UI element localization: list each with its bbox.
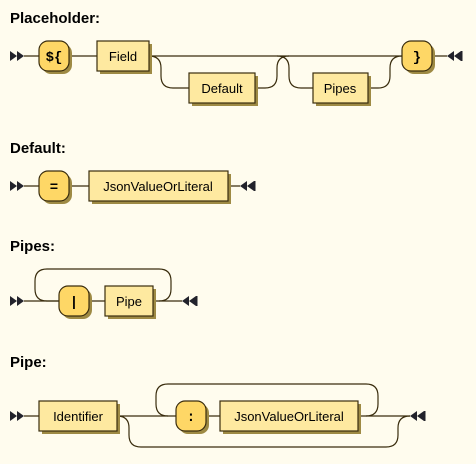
rule-pipes: Pipes: | Pipe (10, 238, 198, 319)
terminal-close-brace-label: } (413, 50, 421, 66)
nonterminal-pipe: Pipe (104, 285, 156, 319)
end-marker (447, 51, 463, 61)
start-marker (10, 181, 24, 191)
start-marker (10, 411, 24, 421)
nonterminal-default-label: Default (201, 81, 243, 96)
nonterminal-json-value-or-literal: JsonValueOrLiteral (219, 400, 361, 434)
nonterminal-json-value-or-literal: JsonValueOrLiteral (88, 170, 231, 204)
rule-default: Default: = JsonValueOrLiteral (10, 140, 256, 204)
nonterminal-pipes: Pipes (312, 72, 371, 106)
rule-title-default: Default: (10, 140, 66, 157)
nonterminal-pipe-label: Pipe (116, 294, 142, 309)
nonterminal-field-label: Field (109, 49, 137, 64)
nonterminal-identifier-label: Identifier (53, 409, 104, 424)
nonterminal-default: Default (188, 72, 258, 106)
terminal-colon-label: : (187, 410, 195, 426)
terminal-pipe: | (58, 285, 92, 319)
nonterminal-field: Field (96, 40, 152, 74)
nonterminal-pipes-label: Pipes (324, 81, 357, 96)
rule-title-placeholder: Placeholder: (10, 10, 100, 27)
rule-pipe: Pipe: Identifier : JsonValueOrLiteral (10, 354, 426, 448)
nonterminal-identifier: Identifier (38, 400, 120, 434)
rule-placeholder: Placeholder: ${ Field Default (10, 10, 463, 106)
terminal-dollar-brace: ${ (38, 40, 72, 74)
start-marker (10, 296, 24, 306)
terminal-dollar-brace-label: ${ (46, 50, 63, 66)
nonterminal-json-value-label: JsonValueOrLiteral (234, 409, 344, 424)
rule-title-pipe: Pipe: (10, 354, 47, 371)
rule-title-pipes: Pipes: (10, 238, 55, 255)
terminal-colon: : (175, 400, 209, 434)
terminal-equals-label: = (50, 180, 58, 196)
terminal-pipe-label: | (70, 295, 78, 311)
terminal-close-brace: } (401, 40, 435, 74)
end-marker (410, 411, 426, 421)
start-marker (10, 51, 24, 61)
end-marker (240, 181, 256, 191)
terminal-equals: = (38, 170, 72, 204)
end-marker (182, 296, 198, 306)
nonterminal-json-value-label: JsonValueOrLiteral (103, 179, 213, 194)
